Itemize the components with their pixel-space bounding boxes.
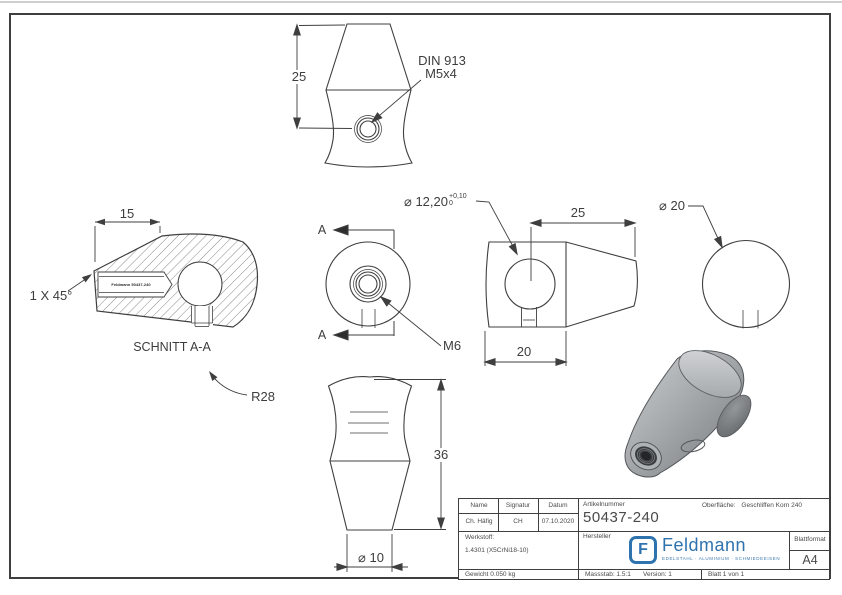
article-number-label: Artikelnummer <box>583 501 625 508</box>
material-value: 1.4301 (X5CrNi18-10) <box>465 547 529 554</box>
manufacturer-logo: F Feldmann EDELSTAHL · ALUMINIUM · SCHMI… <box>629 536 780 564</box>
logo-f-icon: F <box>629 536 657 564</box>
bore-diameter-value: ⌀ 12,20 <box>404 194 448 209</box>
signature-value: CH <box>513 518 523 525</box>
din-callout-line2: M5x4 <box>425 66 457 81</box>
end-diameter-note: ⌀ 20 <box>659 198 685 213</box>
bore-diameter-callout: ⌀ 12,20 +0,10 0 <box>404 193 467 209</box>
dim-top-height: 25 <box>289 69 309 84</box>
date-label: Datum <box>548 502 568 509</box>
thread-callout: M6 <box>443 338 462 353</box>
dim-cone-length: 25 <box>570 205 586 220</box>
dim-total-height: 36 <box>431 447 451 462</box>
date-value: 07.10.2020 <box>541 518 575 525</box>
dim-section-width: 15 <box>117 206 137 221</box>
title-block: Name Signatur Datum Ch. Häfig CH 07.10.2… <box>458 498 830 580</box>
name-value: Ch. Häfig <box>465 518 493 525</box>
top-view-linework <box>293 23 422 168</box>
weight-value: Gewicht 0.050 kg <box>465 571 516 578</box>
bore-tolerance-lower: 0 <box>448 199 453 207</box>
chamfer-note: 1 X 45° <box>29 288 73 303</box>
article-number-value: 50437-240 <box>583 509 660 526</box>
dim-body-length: 20 <box>516 344 532 359</box>
section-letter-top: A <box>317 223 327 237</box>
name-label: Name <box>470 502 488 509</box>
part-3d-render <box>624 350 752 478</box>
engraving-text: Feldmann 50437-240 <box>111 282 151 287</box>
signature-label: Signatur <box>505 502 531 509</box>
sheet-format-label: Blattformat <box>794 536 826 543</box>
version-value: Version: 1 <box>643 571 672 578</box>
logo-tagline: EDELSTAHL · ALUMINIUM · SCHMIEDEEISEN <box>662 556 781 561</box>
radius-note: R28 <box>251 389 275 404</box>
bottom-view-linework <box>327 376 446 572</box>
section-letter-bottom: A <box>317 328 327 342</box>
surface-note: Oberfläche: Geschliffen Korn 240 <box>702 502 803 510</box>
scale-value: Massstab: 1.5:1 <box>585 571 631 578</box>
section-view-linework <box>67 218 259 396</box>
sheet-format-value: A4 <box>802 553 818 567</box>
surface-value: Geschliffen Korn 240 <box>741 502 803 509</box>
surface-label: Oberfläche: <box>702 502 736 509</box>
section-title: SCHNITT A-A <box>133 340 211 354</box>
material-label: Werkstoff: <box>465 534 495 541</box>
sheet-number: Blatt 1 von 1 <box>708 571 745 578</box>
side-view-linework <box>475 200 638 366</box>
logo-name: Feldmann <box>662 535 747 555</box>
din-callout-line1: DIN 913 <box>418 53 466 68</box>
drawing-border <box>9 13 831 579</box>
bore-tolerance-upper: +0,10 <box>448 193 467 200</box>
dim-tip-diameter: ⌀ 10 <box>358 550 384 565</box>
window-top-edge <box>0 1 842 3</box>
front-view-linework <box>325 224 442 347</box>
end-view-linework <box>688 205 791 329</box>
manufacturer-label: Hersteller <box>583 533 611 540</box>
